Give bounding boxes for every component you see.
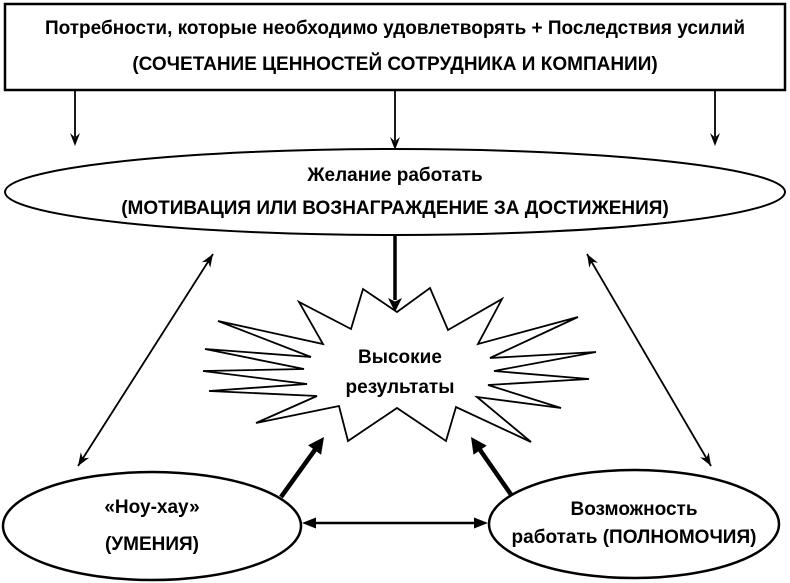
arrow-box-to-desire-right <box>710 91 720 146</box>
arrow-desire-opportunity-double <box>586 253 712 467</box>
results-star-label: Высокие результаты <box>300 340 500 406</box>
needs-box-label: Потребности, которые необходимо удовлетв… <box>5 4 785 90</box>
arrow-box-to-desire-middle <box>390 91 400 150</box>
arrow-knowhow-to-results <box>279 437 324 499</box>
knowhow-line2: (УМЕНИЯ) <box>104 534 199 555</box>
arrow-opportunity-to-results <box>471 437 514 498</box>
results-starburst-outline <box>202 286 597 443</box>
opportunity-line1: Возможность <box>570 499 698 520</box>
arrow-box-to-desire-left <box>70 91 80 146</box>
desire-line2: (МОТИВАЦИЯ ИЛИ ВОЗНАГРАЖДЕНИЕ ЗА ДОСТИЖЕ… <box>121 198 669 219</box>
desire-ellipse-outline <box>4 148 786 236</box>
results-line1: Высокие <box>358 347 442 368</box>
arrow-knowhow-opportunity-double <box>302 517 488 529</box>
needs-box-outline <box>3 2 787 92</box>
desire-ellipse-label: Желание работать (МОТИВАЦИЯ ИЛИ ВОЗНАГРА… <box>5 149 785 235</box>
knowhow-line1: «Ноу-хау» <box>104 497 200 518</box>
opportunity-ellipse-label: Возможность работать (ПОЛНОМОЧИЯ) <box>489 496 779 552</box>
needs-box-line2: (СОЧЕТАНИЕ ЦЕННОСТЕЙ СОТРУДНИКА И КОМПАН… <box>132 54 658 75</box>
arrow-desire-to-results <box>388 236 402 312</box>
arrow-knowhow-desire-double <box>77 253 214 467</box>
opportunity-ellipse-outline <box>487 468 781 580</box>
opportunity-line2: работать (ПОЛНОМОЧИЯ) <box>511 527 757 548</box>
knowhow-ellipse-label: «Ноу-хау» (УМЕНИЯ) <box>3 489 301 563</box>
results-line2: результаты <box>345 377 455 398</box>
knowhow-ellipse-outline <box>1 470 303 582</box>
desire-line1: Желание работать <box>307 165 483 186</box>
needs-box-line1: Потребности, которые необходимо удовлетв… <box>44 18 746 39</box>
